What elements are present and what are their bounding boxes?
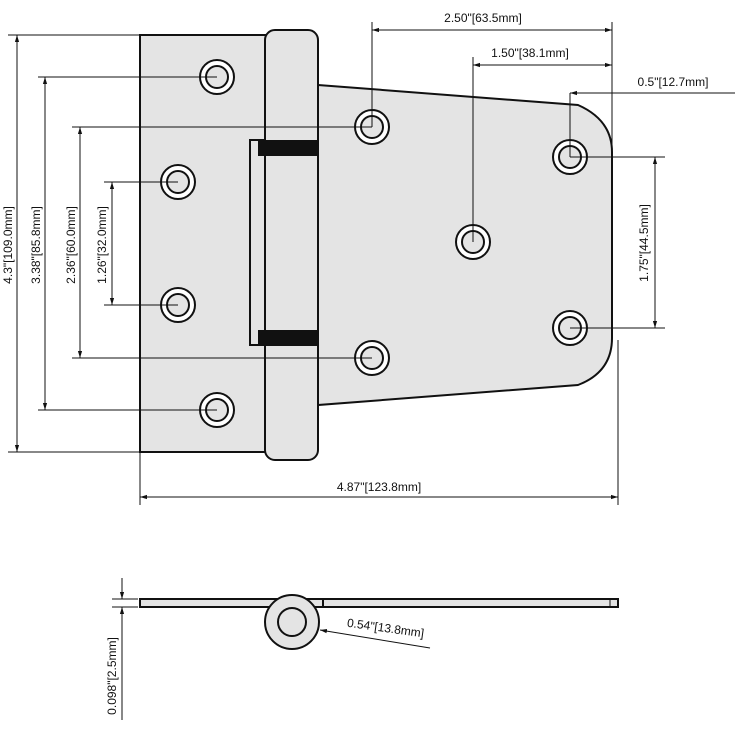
strap-hole-spacing-label: 2.36"[60.0mm] xyxy=(64,206,78,284)
strap-offset-3-label: 0.5"[12.7mm] xyxy=(638,75,709,89)
strap-offset-2-label: 1.50"[38.1mm] xyxy=(491,46,569,60)
left-leaf xyxy=(139,34,269,453)
end-hole-spacing-label: 1.75"[44.5mm] xyxy=(637,204,651,282)
knuckle-gap-top xyxy=(258,140,318,156)
thickness-label: 0.098"[2.5mm] xyxy=(105,637,119,715)
side-dimension-lines xyxy=(112,578,431,720)
hinge-front-view xyxy=(139,29,613,461)
strap-offset-1-label: 2.50"[63.5mm] xyxy=(444,11,522,25)
hinge-side-view xyxy=(139,594,619,650)
overall-width-label: 4.87"[123.8mm] xyxy=(337,480,421,494)
knuckle xyxy=(264,29,319,461)
inner-hole-spacing-label: 1.26"[32.0mm] xyxy=(95,206,109,284)
knuckle-gap-bottom xyxy=(258,330,318,346)
pin-circle xyxy=(277,607,307,637)
outer-hole-spacing-label: 3.38"[85.8mm] xyxy=(29,206,43,284)
dimension-lines xyxy=(14,27,735,500)
overall-height-label: 4.3"[109.0mm] xyxy=(1,206,15,284)
